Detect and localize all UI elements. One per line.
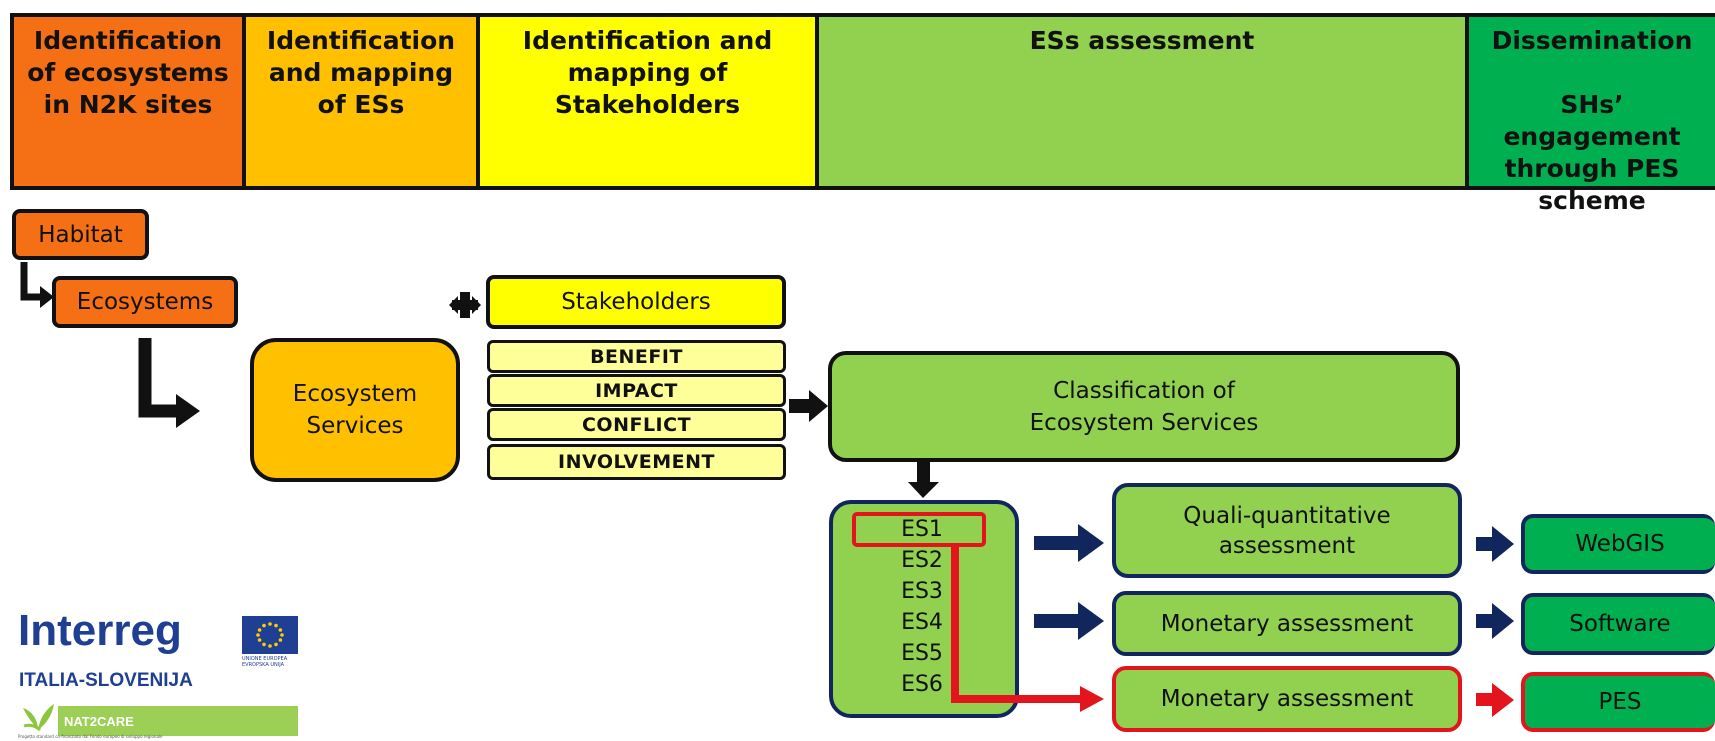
es-item: ES6	[901, 672, 943, 697]
ecosystems-box: Ecosystems	[52, 276, 238, 328]
header-identification-stakeholders: Identification and mapping of Stakeholde…	[476, 13, 819, 190]
quali-quantitative-assessment-box: Quali-quantitative assessment	[1112, 483, 1462, 578]
eu-flag-icon	[242, 616, 298, 654]
italia-slovenija-label: ITALIA-SLOVENIJA	[19, 670, 193, 691]
eu-caption: UNIONE EUROPEA EVROPSKA UNIJA	[242, 656, 288, 668]
es-item: ES5	[901, 641, 943, 666]
es-list-box	[829, 500, 1019, 718]
nat2care-banner: NAT2CARE	[58, 706, 298, 736]
interreg-logo: Interreg UNIONE EUROPEA EVROPSKA UNIJA I…	[14, 606, 314, 741]
arrow-assessment-to-pes	[1476, 683, 1514, 717]
header-ess-assessment: ESs assessment	[815, 13, 1469, 190]
arrow-es1-to-pes-assessment	[951, 546, 1104, 712]
stakeholder-tag-involvement: INVOLVEMENT	[487, 444, 786, 480]
es-item: ES4	[901, 610, 943, 635]
arrow-ecosystems-to-services	[138, 338, 200, 428]
header-identification-ecosystems: Identification of ecosystems in N2K site…	[10, 13, 246, 190]
arrow-assessment-to-webgis	[1476, 526, 1514, 562]
stakeholders-box: Stakeholders	[486, 275, 786, 329]
software-box: Software	[1521, 593, 1715, 655]
header-dissemination: Dissemination SHs’ engagement through PE…	[1465, 13, 1715, 215]
stakeholder-tag-benefit: BENEFIT	[487, 340, 786, 373]
header-identification-ess: Identification and mapping of ESs	[242, 13, 480, 190]
arrow-stakeholders-to-classification	[789, 390, 828, 422]
nat2care-label: NAT2CARE	[64, 713, 134, 729]
plus-icon	[449, 292, 481, 318]
habitat-box: Habitat	[12, 209, 149, 260]
eu-stars-icon	[256, 622, 284, 648]
es-list: ES1 ES2 ES3 ES4 ES5 ES6	[829, 514, 1015, 700]
stakeholder-tag-conflict: CONFLICT	[487, 408, 786, 441]
monetary-assessment-box: Monetary assessment	[1112, 591, 1462, 656]
interreg-brand: Interreg	[18, 606, 182, 655]
arrow-assessment-to-software	[1476, 603, 1514, 639]
stakeholder-tag-impact: IMPACT	[487, 374, 786, 407]
pes-box: PES	[1521, 672, 1715, 732]
es-item: ES2	[901, 548, 943, 573]
arrow-es-to-quali-assessment	[1034, 524, 1104, 562]
logo-footer-text: Progetto standard co-finanziato dal Fond…	[18, 734, 163, 739]
es-item: ES3	[901, 579, 943, 604]
es-item: ES1	[901, 517, 943, 542]
monetary-assessment-pes-box: Monetary assessment	[1112, 666, 1462, 732]
es1-highlight	[852, 512, 986, 547]
arrow-es-to-monetary-assessment	[1034, 602, 1104, 640]
arrow-habitat-to-ecosystems	[20, 262, 54, 308]
webgis-box: WebGIS	[1521, 514, 1715, 574]
arrow-classification-to-es-list	[908, 462, 939, 498]
leaf-icon	[20, 696, 56, 732]
ecosystem-services-box: Ecosystem Services	[250, 338, 460, 482]
classification-box: Classification of Ecosystem Services	[828, 351, 1460, 462]
